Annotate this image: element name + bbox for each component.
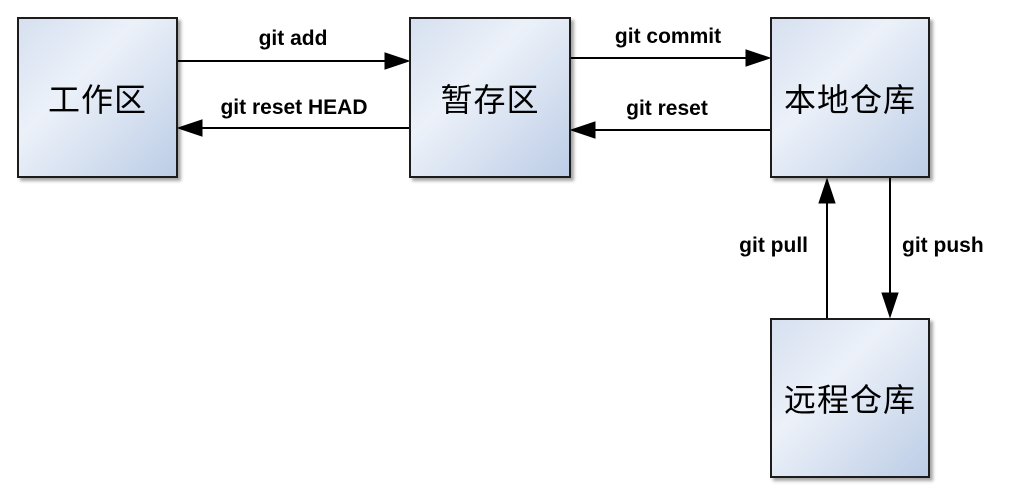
node-remote-repo: 远程仓库 [770,318,930,478]
edge-git-reset-arrow [569,121,770,139]
node-staging-area: 暂存区 [409,17,571,178]
edge-label-git-commit: git commit [614,25,722,48]
edge-git-push-arrow [881,178,899,319]
edge-label-git-pull: git pull [739,234,808,257]
node-working-area: 工作区 [17,17,178,178]
node-staging-area-label: 暂存区 [440,80,540,119]
edge-git-commit-arrow [571,49,772,67]
node-local-repo-label: 本地仓库 [783,80,916,119]
edge-label-git-reset: git reset [626,97,708,120]
edge-git-pull-arrow [818,177,836,318]
node-local-repo: 本地仓库 [770,17,930,178]
node-working-area-label: 工作区 [47,80,147,119]
edge-label-git-push: git push [902,234,984,257]
edge-label-git-add: git add [258,27,328,50]
edge-git-add-arrow [178,52,411,70]
node-remote-repo-label: 远程仓库 [783,381,916,419]
edge-label-git-reset-head: git reset HEAD [220,96,368,119]
edge-git-reset-head-arrow [176,119,409,137]
